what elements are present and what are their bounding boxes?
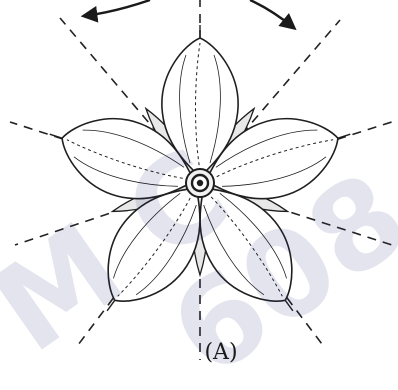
right-arrow: [250, 0, 294, 28]
left-arrow: [84, 0, 150, 16]
rotation-arrows: [84, 0, 294, 28]
figure-caption-text: (A): [204, 340, 237, 365]
figure-caption: (A): [0, 340, 398, 365]
